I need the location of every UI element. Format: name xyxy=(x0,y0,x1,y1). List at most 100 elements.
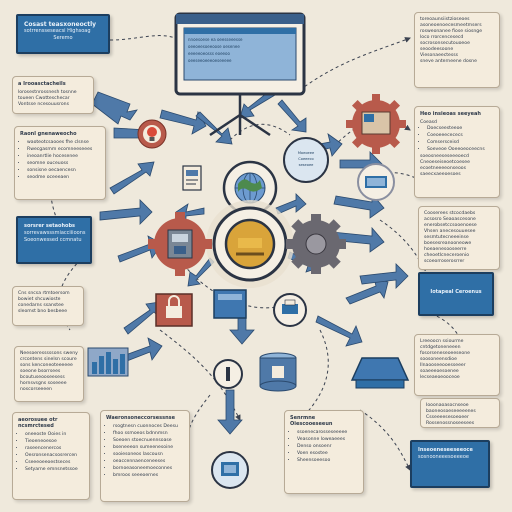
note-line: soeone bsorrsees xyxy=(20,369,61,374)
robot-icon xyxy=(148,212,212,276)
left-bottom-note: Neesoeresssssons sweny crcontens sinelsn… xyxy=(14,346,84,402)
note-line: lorosestnrossnesh tosnne xyxy=(18,90,77,95)
panel-title: Inseoeneseeseeoce xyxy=(418,447,473,453)
bottom-right-panel: Inseoeneseeseeoce sosnooneeesoeeeoe xyxy=(410,440,490,488)
list-item: bseneeeon sumeenesoine xyxy=(113,445,184,451)
note-line: loco rrorcencesecd xyxy=(420,35,464,40)
note-line: cntdgetoneneeen xyxy=(420,345,461,350)
top-right-note: toreoaunsiistzioseoes asoneoenoecesmeetm… xyxy=(414,12,500,88)
red-gear-icon xyxy=(346,94,406,154)
list-item: sonsisne oecaencesn xyxy=(27,168,100,174)
list-item: fhoo ssmoeos bdnnmsn xyxy=(113,431,184,437)
note-line: sleomst bno besbeee xyxy=(18,309,68,314)
screen-line: Moeoeee xyxy=(297,151,315,155)
list-item: seodme oceeeaen xyxy=(27,175,100,181)
document-icon xyxy=(182,165,202,191)
note-line: bcoutuseooseesess xyxy=(20,375,65,380)
right-upper-note: Heo insieoas seeyeah Coeasd Doecseesteeo… xyxy=(414,106,500,198)
note-line: seoodeesoone xyxy=(420,47,454,52)
note-line: Lreeoocn ssiourme xyxy=(420,339,464,344)
list-item: waoteotcsaooes fhe clsnse xyxy=(27,140,100,146)
list-item: Voen esostee xyxy=(297,451,358,457)
list-item: raseencenercos xyxy=(25,446,84,452)
note-line: enerobsetccsooenoese xyxy=(424,223,477,228)
panel-line: sotrrensseseacsi Highsoag xyxy=(24,28,91,34)
bottom-right-note: Senrmne Oiescooeseeun ssoenecarosseseeee… xyxy=(284,410,364,494)
note-line: lecseaeoeooceoe xyxy=(420,375,460,380)
note-title: Senrmne Oiescooeseeun xyxy=(290,415,333,427)
note-line: sneve anterneene dosne xyxy=(420,59,477,64)
lightbulb-icon xyxy=(137,119,167,149)
inbox-icon xyxy=(350,357,410,389)
note-line: boesesreanooneowe xyxy=(424,241,472,246)
note-line: Vhsen anecesouuesee xyxy=(424,229,476,234)
list-item: Setyarne emnsnetssoe xyxy=(25,467,84,473)
screen-line: eeeeeoeosss eoeeoo xyxy=(188,51,230,56)
left-mid-note: Raonl gnenaweocho waoteotcsaooes fhe cls… xyxy=(14,126,106,200)
note-title: Raonl gnenaweocho xyxy=(20,131,77,137)
list-item: oeaccennaenceneeses xyxy=(113,459,184,465)
hub-screen-icon xyxy=(283,137,329,183)
note-line: Viesonaeectesss xyxy=(420,53,459,58)
note-line: fosorseneseoeeseone xyxy=(420,351,470,356)
globe-icon xyxy=(222,160,278,216)
note-line: Cneoeseiseoetcoesee xyxy=(420,160,470,165)
screen-line: oeeoeesoeeoose oesenee xyxy=(188,44,240,49)
note-line: Vontsse ncesouusrons xyxy=(18,102,69,107)
flow-arrows xyxy=(91,85,409,435)
note-title: Waeronsoneccorsessnse xyxy=(106,415,175,421)
note-line: cheoetlcneceroenio xyxy=(424,253,470,258)
note-line: bowiet shcuwioste xyxy=(18,297,61,302)
screen-line: nnoesoese ea oeesseeesse xyxy=(188,37,243,42)
note-line: conedarns ssanstee xyxy=(18,303,64,308)
panel-line: Seremo xyxy=(53,35,73,41)
panel-title: Cosast teasxoneoctly xyxy=(24,21,97,28)
list-item: ssoenecarosseseeeee xyxy=(297,430,358,436)
note-line: scoeorroserosrrer xyxy=(424,259,465,264)
note-line: Cooserees stcocdaebs xyxy=(424,211,476,216)
list-item: bmroos seeeoernes xyxy=(113,473,184,479)
screen-line: seseoee xyxy=(298,163,314,167)
note-line: asoneoenoecesmeetmsers xyxy=(420,23,482,28)
list-item: sooiesoneos lascousn xyxy=(113,452,184,458)
note-line: sons kenconeoteeeeee xyxy=(20,363,73,368)
note-line: Csseeeesesoeoeer xyxy=(426,415,469,420)
panel-line: sorrevawsssmiacciiioons xyxy=(24,230,86,236)
list-item: oneeoste Ooies in xyxy=(25,432,84,438)
list-item: Cseeeoeeoestseces xyxy=(25,460,84,466)
printer-icon xyxy=(273,293,307,327)
note-title: Heo insieoas seeyeah xyxy=(420,111,481,117)
note-line: Cns sncsa rtmtoersom xyxy=(18,291,70,296)
note-line: Neesoeresssssons sweny xyxy=(20,351,78,356)
panel-line: Soeonwessed ccmnatu xyxy=(24,237,82,243)
lock-icon xyxy=(155,293,193,327)
list-item: Rwecgasmm ecomneeseees xyxy=(27,147,100,153)
hub-screen-text: Moeoeee Coeeeco seseoee xyxy=(292,150,320,172)
panel-line: sosnooneeesoeeeoe xyxy=(418,454,469,460)
note-line: sesmtutecneeeinse xyxy=(424,235,469,240)
network-node-icon xyxy=(357,163,395,201)
note-line: baoneosoeseeeeenes xyxy=(426,409,476,414)
left-lower-note: Cns sncsa rtmtoersom bowiet shcuwioste c… xyxy=(12,286,84,326)
list-item: Coeoeeecececs xyxy=(427,133,494,139)
right-lower-note: Lreeoocn ssiourme cntdgetoneneeen fosors… xyxy=(414,334,500,396)
note-line: rosweonanee fiose siosnge xyxy=(420,29,483,34)
note-line: hornsvsgns soseeee xyxy=(20,381,67,386)
top-left-panel: Cosast teasxoneoctly sotrrensseseacsi Hi… xyxy=(16,14,110,54)
panel-title: sorsrer setaohobs xyxy=(24,223,76,229)
list-item: Sheensoeesoo xyxy=(297,458,358,464)
database-icon xyxy=(259,352,297,392)
monitor-stem xyxy=(209,95,271,137)
list-item: Doecseesteeoe xyxy=(427,126,494,132)
monitor-screen-text: nnoesoese ea oeesseeesse oeeoeesoeeoose … xyxy=(188,36,292,78)
list-item: Comsersceisd xyxy=(427,140,494,146)
bottom-left-note: aeorosuee otr ncsmrctesed oneeoste Ooies… xyxy=(12,412,90,500)
screen-line: oeeseeoeeeoeseeeee xyxy=(188,58,232,63)
panel-title: Iotapeal Ceroenus xyxy=(430,289,482,295)
list-item: Veasonne loweaeees xyxy=(297,437,358,443)
left-upper-note: a Irooasctacheils lorosestnrossnesh tosn… xyxy=(12,76,94,114)
right-blue-panel: Iotapeal Ceroenus xyxy=(418,272,494,316)
list-item: seomne ouceuoss xyxy=(27,161,100,167)
note-title: aeorosuee otr ncsmrctesed xyxy=(18,417,58,429)
